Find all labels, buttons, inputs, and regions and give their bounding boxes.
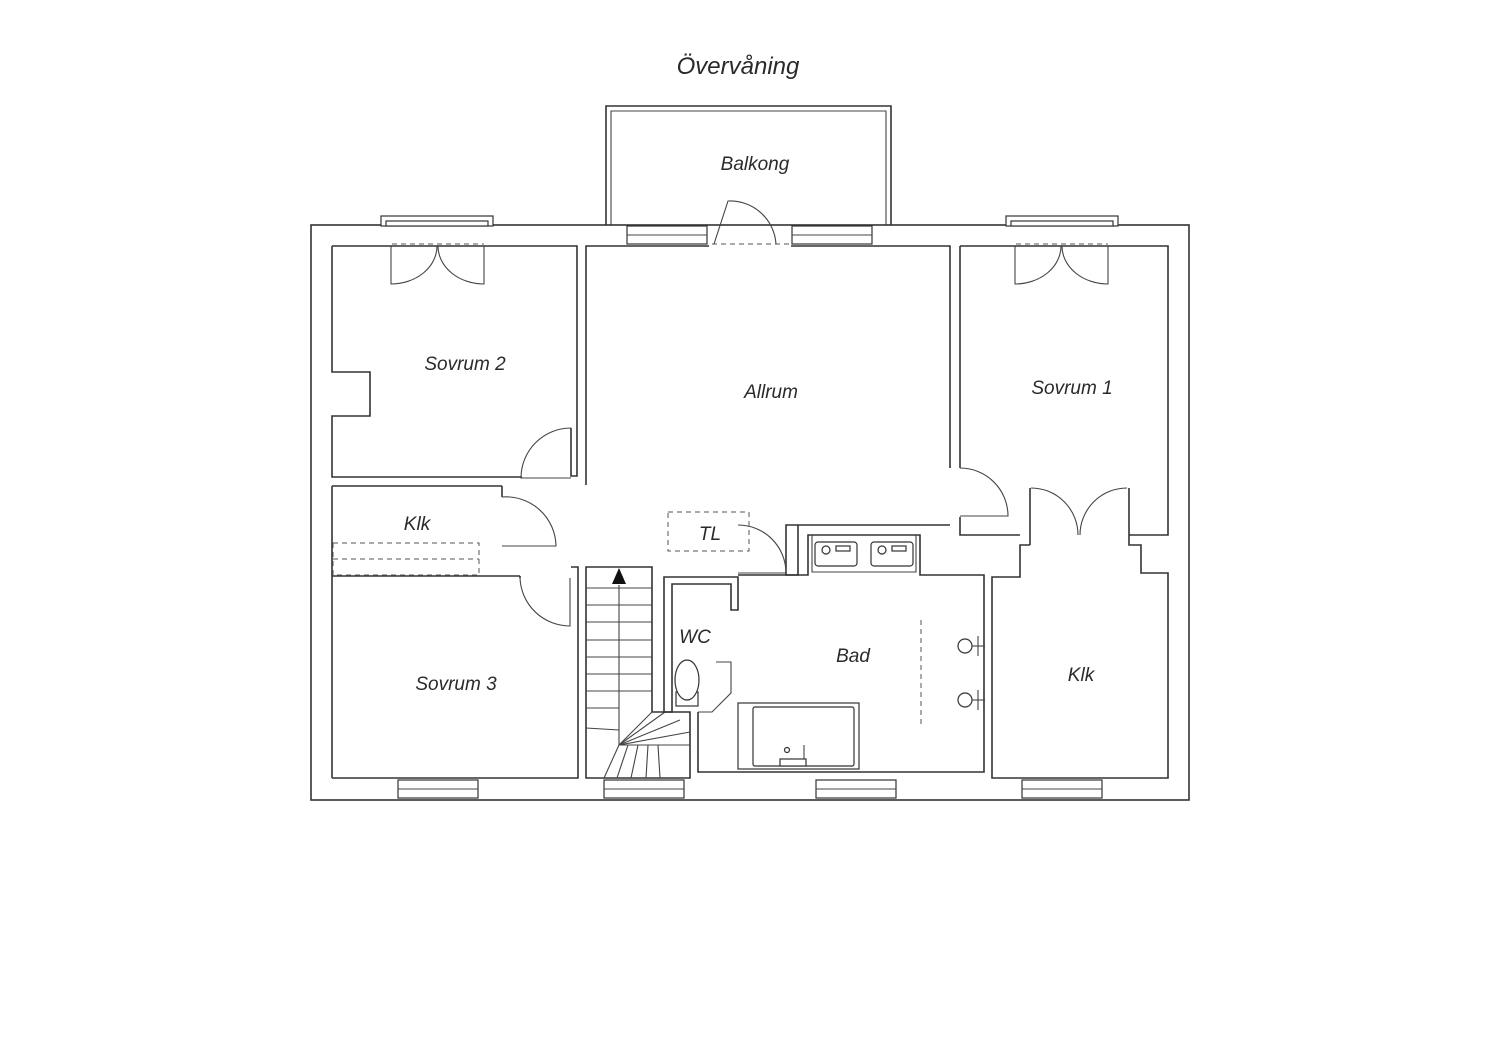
room-sovrum-2: Sovrum 2 [331, 243, 578, 478]
label-sovrum-3: Sovrum 3 [415, 674, 497, 695]
room-allrum: Allrum [585, 200, 951, 485]
label-klk-left: Klk [404, 514, 432, 535]
label-sovrum-2: Sovrum 2 [424, 354, 506, 375]
stairs [585, 566, 691, 779]
room-wc: WC [663, 576, 739, 713]
outer-walls [310, 224, 1190, 801]
balcony [605, 105, 892, 225]
room-klk-left: Klk [331, 485, 557, 778]
label-bad: Bad [836, 646, 871, 667]
room-sovrum-1: Sovrum 1 [959, 243, 1169, 536]
label-klk-right: Klk [1068, 665, 1096, 686]
room-klk-right: Klk [991, 487, 1169, 779]
floor-title: Övervåning [677, 53, 800, 80]
room-tl: TL [667, 511, 750, 552]
label-allrum: Allrum [743, 382, 798, 403]
room-bad: Bad [697, 534, 985, 773]
label-wc: WC [679, 627, 711, 648]
windows [380, 215, 1119, 799]
label-tl: TL [699, 524, 721, 545]
label-sovrum-1: Sovrum 1 [1031, 378, 1112, 399]
label-balkong: Balkong [721, 154, 790, 175]
arrow-up-icon [612, 568, 626, 584]
room-sovrum-3: Sovrum 3 [332, 566, 579, 779]
door-sovrum-2 [520, 427, 572, 479]
